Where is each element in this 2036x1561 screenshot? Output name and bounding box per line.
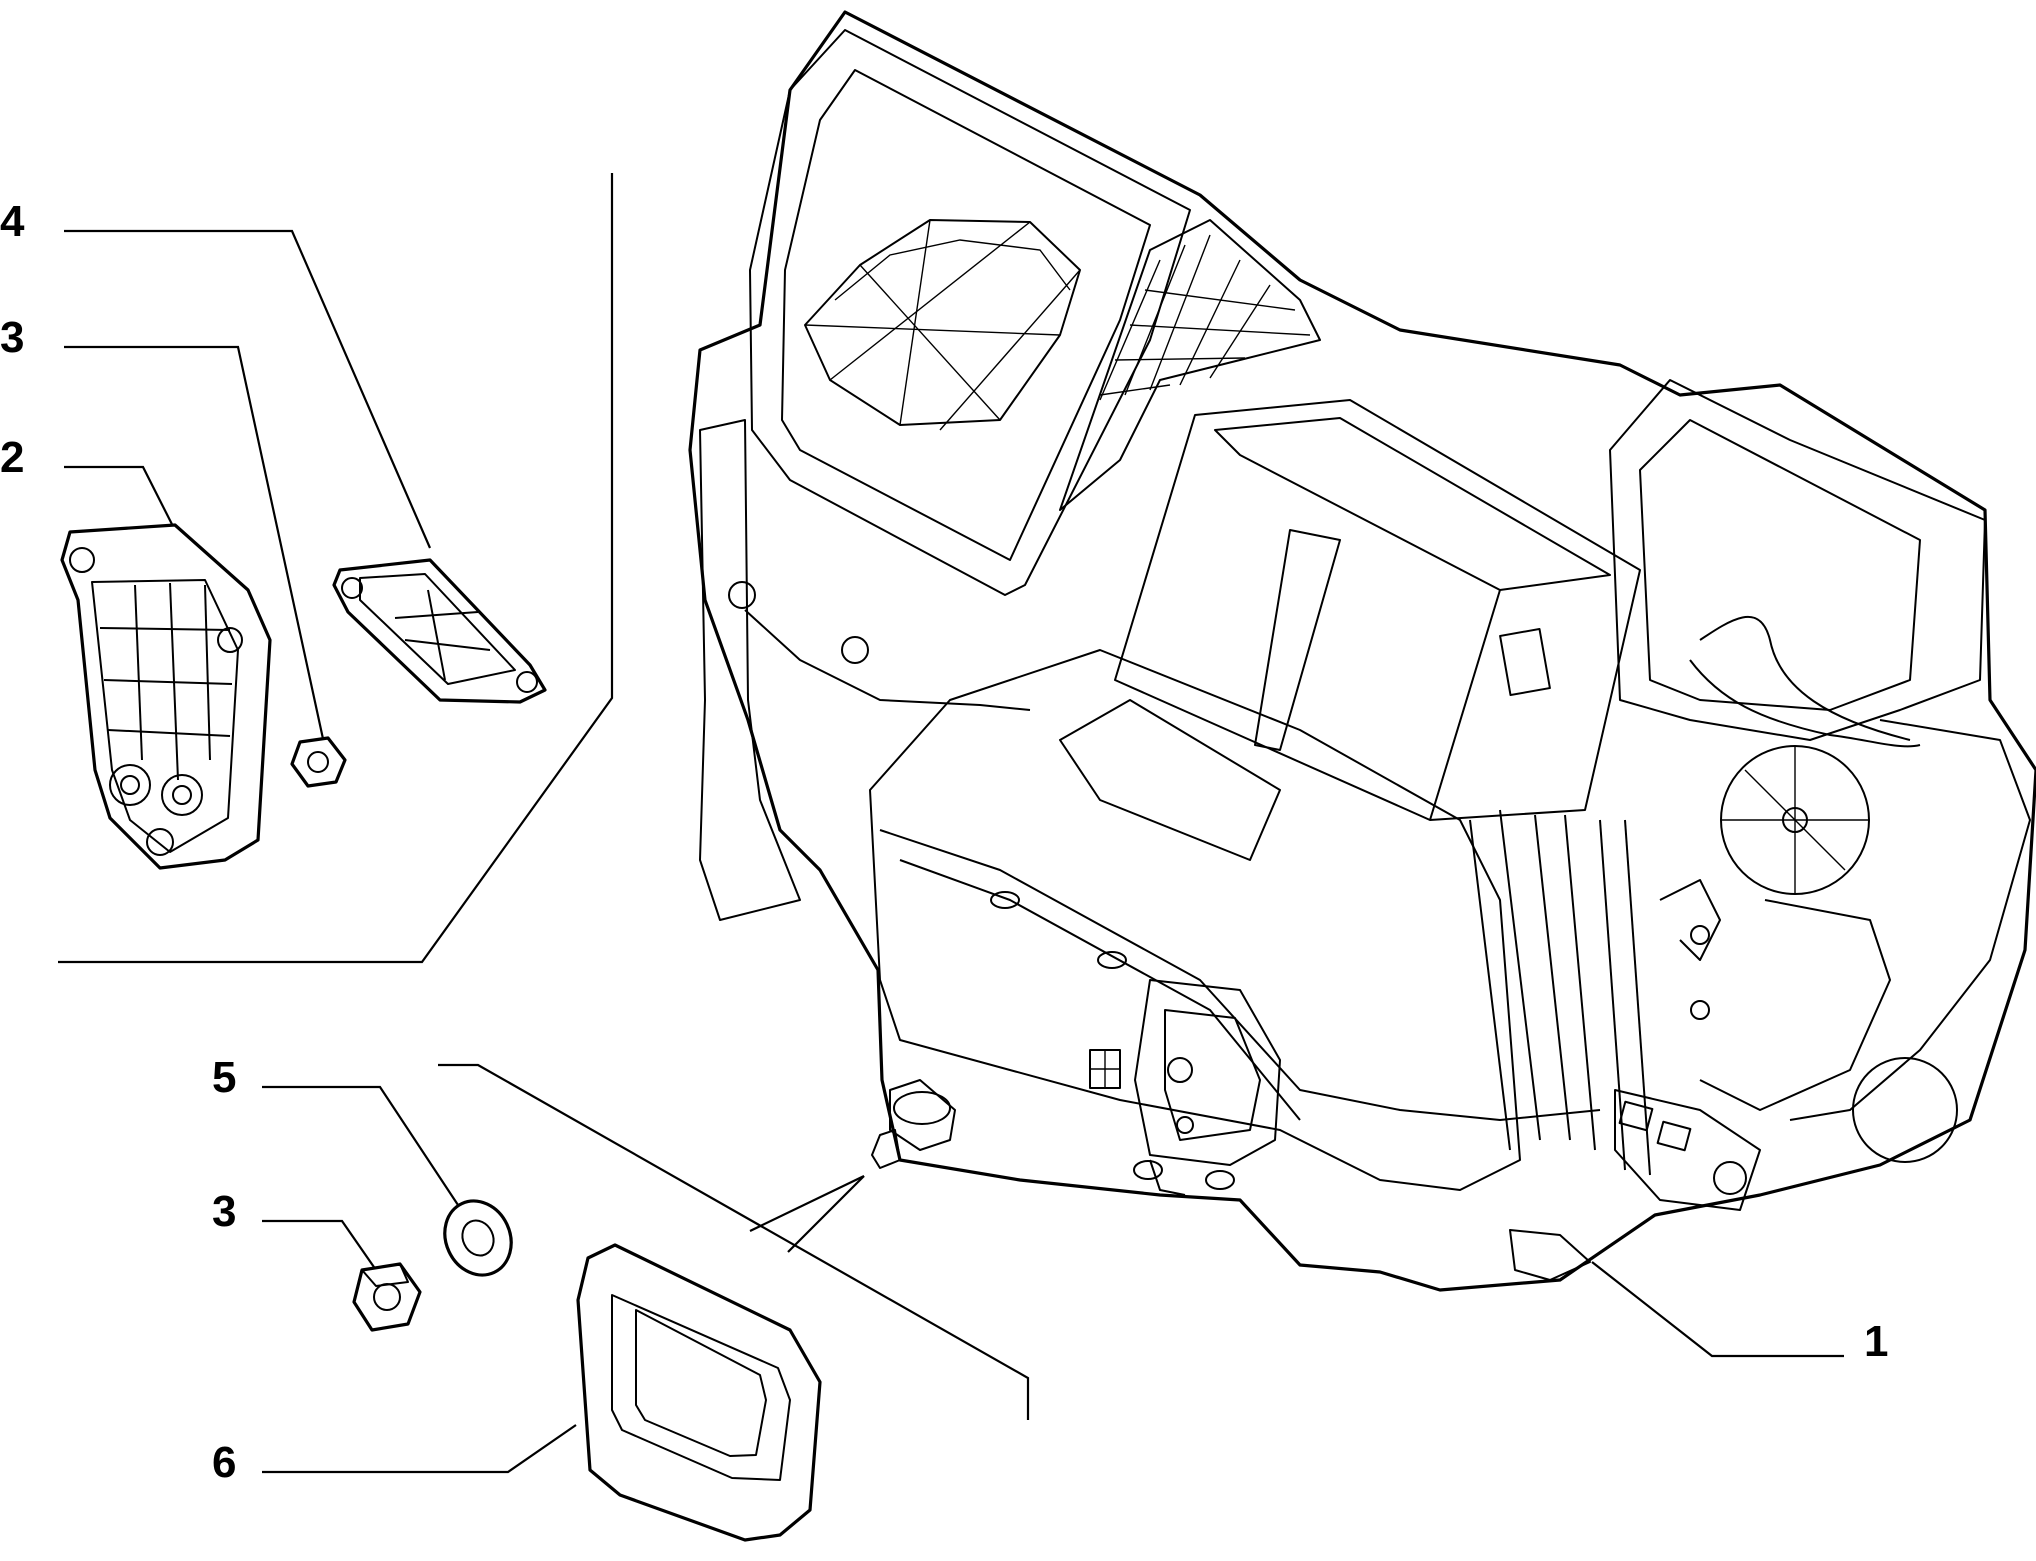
callout-number-3-upper: 3 xyxy=(0,313,24,362)
part-5-washer xyxy=(443,1199,513,1277)
part-3-nut-upper xyxy=(290,736,347,788)
intake-grid-mesh xyxy=(1059,219,1321,511)
leader-line-3-lower xyxy=(262,1219,377,1271)
part-4-gasket-plate xyxy=(332,558,547,704)
leader-line-bracket-right xyxy=(58,173,614,964)
leader-line-1 xyxy=(1591,1261,1844,1358)
callout-number-6: 6 xyxy=(212,1438,236,1487)
leader-line-4 xyxy=(64,229,432,549)
leader-line-2 xyxy=(64,465,186,551)
part-1-hvac-housing xyxy=(688,10,2036,1292)
leader-line-drain-2 xyxy=(787,1175,865,1253)
leader-line-3-upper xyxy=(64,345,327,749)
callout-number-1: 1 xyxy=(1864,1317,1888,1366)
callout-number-5: 5 xyxy=(212,1053,236,1102)
callout-number-4: 4 xyxy=(0,197,25,246)
part-2-cover-plate xyxy=(60,523,272,870)
callout-number-2: 2 xyxy=(0,433,24,482)
part-6-seal-frame xyxy=(576,1243,822,1542)
leader-lines xyxy=(58,173,1844,1474)
callout-number-3-lower: 3 xyxy=(212,1187,236,1236)
part-3-nut-lower xyxy=(352,1262,422,1332)
leader-line-6 xyxy=(262,1424,577,1474)
leader-line-drain xyxy=(749,1175,865,1232)
leader-line-bracket-lower xyxy=(438,1063,1030,1420)
leader-line-5 xyxy=(262,1085,459,1206)
